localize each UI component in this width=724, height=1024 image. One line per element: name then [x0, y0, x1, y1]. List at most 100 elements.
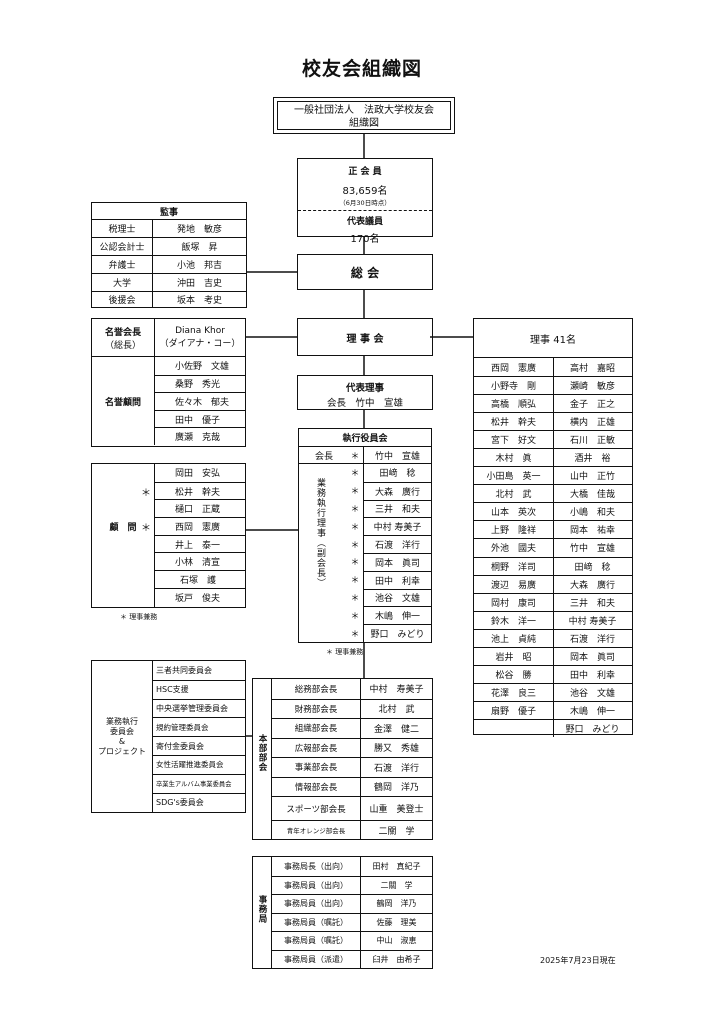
exec-vp-name: 池谷 文雄 [364, 588, 431, 607]
directors-row: 桐野 洋司田﨑 稔 [474, 556, 632, 575]
advisor-name: 岡田 安弘 [175, 469, 221, 480]
director-name: 野口 みどり [553, 719, 631, 737]
honorary-president-role-sub: （総長） [104, 340, 141, 351]
exec-vp-name: 中村 寿美子 [364, 517, 431, 535]
secretariat-name: 佐藤 理美 [360, 913, 432, 931]
committees-label-line: 委員会 [110, 726, 134, 736]
committee-item: SDG's委員会 [153, 792, 245, 812]
auditor-role: 弁護士 [108, 261, 136, 271]
department-head: 鶴岡 洋乃 [360, 777, 432, 796]
directors-row: 西岡 憲廣高村 嘉昭 [474, 358, 632, 377]
secretariat-name: 田村 真紀子 [360, 857, 432, 876]
director-name: 渡辺 易廣 [490, 580, 536, 591]
director-name: 松井 幹夫 [490, 418, 536, 429]
auditor-name: 発地 敏彦 [152, 220, 246, 237]
exec-president-role: 会長 [315, 451, 334, 462]
department-head: 勝又 秀雄 [360, 738, 432, 757]
departments-label: 本部部会 [257, 734, 267, 772]
directors-row: 花澤 良三池谷 文雄 [474, 682, 632, 701]
rep-director-label: 代表理事 [345, 383, 384, 394]
director-name: 高橋 順弘 [490, 400, 536, 411]
secretariat-role: 事務局員（出向） [284, 880, 348, 890]
members-note: （6月30日時点） [339, 199, 391, 207]
exec-vp-name: 木嶋 伸一 [364, 606, 431, 624]
committee-item: 寄付金委員会 [153, 736, 245, 755]
advisor-name: 樋口 正蔵 [155, 499, 245, 517]
secretariat-table: 事務局 事務局長（出向） 田村 真紀子 事務局員（出向） 二關 学 事務局員（出向）… [252, 856, 433, 969]
committees-list: 三者共同委員会 HSC支援 中央選挙管理委員会 規約管理委員会 寄付金委員会 女… [152, 661, 245, 812]
honorary-table: 名誉会長 （総長） Diana Khor （ダイアナ・コー） 名誉顧問 小佐野 … [91, 318, 246, 447]
director-name: 北村 武 [495, 490, 532, 501]
directors-row: 岩井 昭岡本 眞司 [474, 646, 632, 665]
secretariat-list: 事務局長（出向） 田村 真紀子 事務局員（出向） 二關 学 事務局員（出向） 鶴岡 洋… [271, 857, 432, 968]
auditors-header: 監事 [159, 207, 178, 218]
exec-vp-name: 石渡 洋行 [364, 535, 431, 553]
director-name: 小野寺 剛 [490, 382, 536, 393]
secretariat-name: 鶴岡 洋乃 [360, 895, 432, 913]
auditor-role: 後援会 [108, 296, 136, 306]
honorary-advisor-name: 佐々木 郁夫 [155, 392, 245, 410]
honorary-advisors-label: 名誉顧問 [104, 397, 141, 408]
departments-label-cell: 本部部会 [253, 679, 271, 839]
secretariat-label-cell: 事務局 [253, 857, 271, 968]
director-name: 田﨑 稔 [553, 557, 631, 575]
departments-list: 総務部会長中村 寿美子 財務部会長北村 武 組織部会長金澤 健二 広報部会長勝又… [271, 679, 432, 839]
directors-row: 扇野 優子木嶋 伸一 [474, 700, 632, 719]
secretariat-name: 臼井 由希子 [360, 950, 432, 968]
committee-item: 規約管理委員会 [153, 717, 245, 736]
director-name: 岩井 昭 [495, 652, 532, 663]
honorary-advisor-name: 廣瀬 克哉 [155, 427, 245, 445]
director-name: 岡村 康司 [490, 598, 536, 609]
members-label: 正 会 員 [348, 167, 382, 177]
department-head: 二關 学 [360, 821, 432, 839]
honorary-advisors-list: 小佐野 文雄 桑野 秀光 佐々木 郁夫 田中 優子 廣瀬 克哉 [154, 357, 245, 445]
secretariat-name: 二關 学 [360, 876, 432, 894]
director-name: 山中 正竹 [553, 467, 631, 485]
exec-star: ＊ [350, 504, 360, 515]
exec-vp-name: 野口 みどり [364, 624, 431, 642]
committee-item: 女性活躍推進委員会 [153, 754, 245, 774]
directors-header: 理事 41名 [474, 319, 632, 358]
department-role: 青年オレンジ部会長 [286, 827, 346, 835]
directors-table: 理事 41名 西岡 憲廣高村 嘉昭小野寺 剛瀬崎 敏彦高橋 順弘金子 正之松井 … [473, 318, 633, 737]
page-title: 校友会組織図 [301, 58, 422, 80]
directors-row: 小田島 英一山中 正竹 [474, 466, 632, 485]
director-name: 金子 正之 [553, 395, 631, 413]
exec-vp-name: 田中 利幸 [364, 570, 431, 589]
members-box: 正 会 員 83,659名 （6月30日時点） 代表議員 170名 [297, 158, 433, 245]
advisors-table: 顧 問 岡田 安弘 松井 幹夫 樋口 正蔵 西岡 憲廣 井上 泰一 小林 清宣 … [91, 463, 246, 608]
exec-star: ＊ [350, 540, 360, 551]
director-name: 山本 英次 [490, 508, 536, 519]
secretariat-label: 事務局 [257, 895, 267, 924]
department-role: 情報部会長 [294, 782, 338, 793]
directors-row: 北村 武大橋 佳哉 [474, 484, 632, 503]
directors-row: 木村 眞酒井 裕 [474, 448, 632, 467]
directors-row: 鈴木 洋一中村 寿美子 [474, 610, 632, 629]
committees-label-line: 業務執行 [106, 716, 138, 726]
exec-vp-name: 三井 和夫 [364, 499, 431, 518]
honorary-advisor-name: 小佐野 文雄 [175, 362, 230, 373]
committees-label-line: プロジェクト [98, 746, 146, 756]
header-line1: 一般社団法人 法政大学校友会 [294, 105, 434, 116]
general-assembly-box: 総 会 [297, 254, 433, 290]
honorary-president-name-sub: （ダイアナ・コー） [159, 339, 241, 349]
exec-star: ＊ [350, 611, 360, 622]
auditor-name: 沖田 吉史 [152, 274, 246, 291]
directors-rows: 西岡 憲廣高村 嘉昭小野寺 剛瀬崎 敏彦高橋 順弘金子 正之松井 幹夫横内 正雄… [474, 358, 632, 737]
honorary-president-name-cell: Diana Khor （ダイアナ・コー） [154, 319, 245, 356]
secretariat-role: 事務局員（派遣） [284, 954, 348, 964]
director-name: 木村 眞 [495, 454, 532, 465]
secretariat-role: 事務局員（出向） [284, 899, 348, 909]
members-divider [298, 210, 432, 211]
directors-row: 野口 みどり [474, 718, 632, 737]
departments-table: 本部部会 総務部会長中村 寿美子 財務部会長北村 武 組織部会長金澤 健二 広報… [252, 678, 433, 840]
directors-row: 渡辺 易廣大森 廣行 [474, 574, 632, 593]
department-head: 山重 美登士 [360, 797, 432, 820]
directors-row: 高橋 順弘 金子 正之 [474, 394, 632, 413]
secretariat-role: 事務局長（出向） [284, 861, 348, 871]
advisor-name: 小林 清宣 [155, 552, 245, 570]
exec-vp-name: 大森 廣行 [364, 481, 431, 500]
directors-row: 岡村 康司三井 和夫 [474, 592, 632, 611]
department-role: 組織部会長 [294, 724, 338, 735]
